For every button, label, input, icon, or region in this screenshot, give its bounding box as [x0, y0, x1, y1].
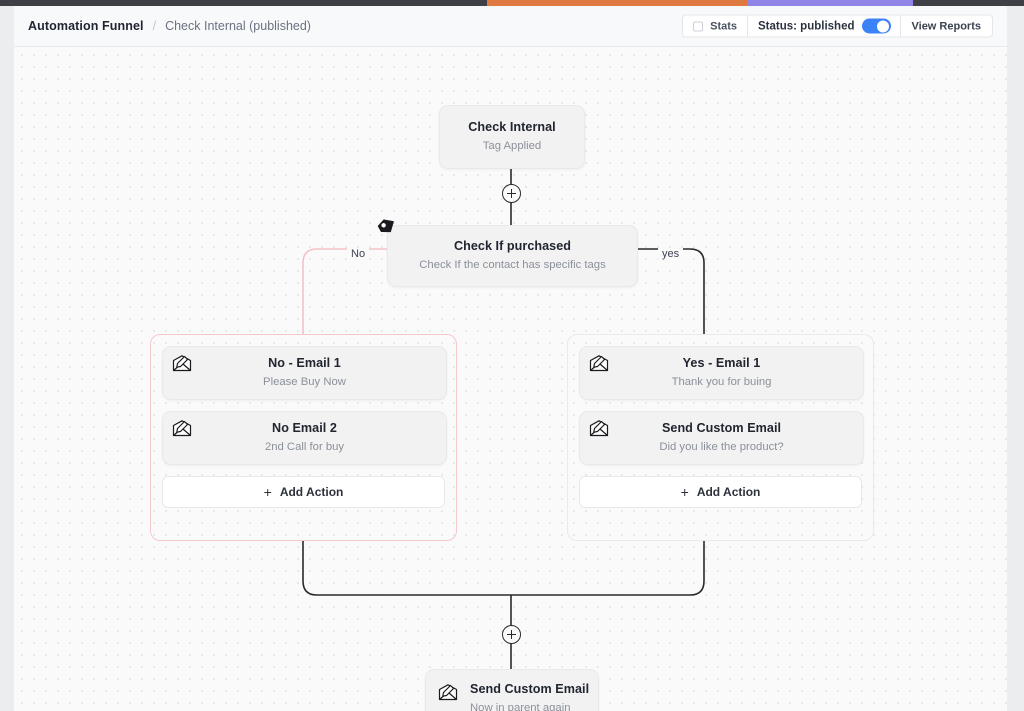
chrome-segment-dark-left	[0, 0, 487, 6]
status-control: Status: published	[747, 14, 900, 38]
tag-icon	[376, 216, 398, 238]
node-title: No Email 2	[272, 421, 337, 436]
status-publish-toggle[interactable]	[861, 18, 891, 34]
flow-node-trigger[interactable]: Check Internal Tag Applied	[439, 105, 585, 169]
chrome-segment-purple	[747, 0, 913, 6]
stats-label: Stats	[710, 20, 738, 32]
branch-label-yes: yes	[658, 248, 684, 260]
add-action-label: Add Action	[696, 485, 761, 499]
branch-group-yes: Yes - Email 1 Thank you for buing Send C…	[567, 334, 874, 541]
compose-email-icon	[172, 355, 192, 372]
chrome-segment-dark-right	[913, 0, 1024, 6]
flow-canvas[interactable]: Check Internal Tag Applied Check If purc…	[14, 47, 1007, 711]
node-subtitle: Tag Applied	[482, 140, 542, 153]
flow-node-yes-email-1[interactable]: Yes - Email 1 Thank you for buing	[579, 346, 864, 400]
flow-node-no-email-1[interactable]: No - Email 1 Please Buy Now	[162, 346, 447, 400]
branch-label-no: No	[347, 248, 370, 260]
node-subtitle: Check If the contact has specific tags	[419, 259, 606, 272]
header-actions: Stats Status: published View Reports	[682, 14, 993, 38]
breadcrumb: Automation Funnel / Check Internal (publ…	[28, 19, 311, 33]
window-chrome-strip	[0, 0, 1024, 6]
node-title: Check Internal	[468, 120, 556, 135]
node-subtitle: 2nd Call for buy	[264, 441, 345, 454]
compose-email-icon	[589, 420, 609, 437]
breadcrumb-separator: /	[152, 19, 157, 33]
compose-email-icon	[438, 684, 458, 701]
add-action-label: Add Action	[279, 485, 344, 499]
node-subtitle: Thank you for buing	[671, 376, 772, 389]
add-step-button-after-trigger[interactable]	[502, 184, 521, 203]
plus-icon: +	[680, 484, 689, 500]
node-title: Send Custom Email	[661, 421, 782, 436]
add-step-button-after-merge[interactable]	[502, 625, 521, 644]
add-action-button-yes-branch[interactable]: + Add Action	[579, 476, 862, 508]
node-subtitle: Please Buy Now	[263, 376, 346, 389]
node-title: No - Email 1	[268, 356, 341, 371]
flow-node-condition[interactable]: Check If purchased Check If the contact …	[377, 219, 638, 287]
status-label: Status: published	[758, 20, 855, 32]
plus-icon: +	[263, 484, 272, 500]
node-title: Check If purchased	[453, 239, 572, 254]
stats-checkbox[interactable]	[693, 21, 704, 31]
node-subtitle: Did you like the product?	[659, 441, 784, 454]
flow-connectors	[302, 169, 705, 669]
node-title: Yes - Email 1	[682, 356, 761, 371]
app-header: Automation Funnel / Check Internal (publ…	[14, 6, 1007, 47]
breadcrumb-current: Check Internal (published)	[165, 19, 311, 33]
flow-node-yes-send-custom-email[interactable]: Send Custom Email Did you like the produ…	[579, 411, 864, 465]
flow-node-merge-send-custom-email[interactable]: Send Custom Email Now in parent again	[425, 669, 599, 711]
view-reports-button[interactable]: View Reports	[899, 14, 993, 38]
automation-builder-window: Automation Funnel / Check Internal (publ…	[14, 6, 1007, 711]
chrome-segment-orange	[487, 0, 747, 6]
flow-node-no-email-2[interactable]: No Email 2 2nd Call for buy	[162, 411, 447, 465]
node-title: Send Custom Email	[470, 681, 590, 696]
node-subtitle: Now in parent again	[470, 701, 571, 711]
breadcrumb-root[interactable]: Automation Funnel	[28, 19, 144, 33]
add-action-button-no-branch[interactable]: + Add Action	[162, 476, 445, 508]
branch-group-no: No - Email 1 Please Buy Now No Email 2 2…	[150, 334, 457, 541]
compose-email-icon	[172, 420, 192, 437]
compose-email-icon	[589, 355, 609, 372]
stats-toggle-button[interactable]: Stats	[682, 14, 748, 38]
toggle-knob	[877, 20, 889, 32]
